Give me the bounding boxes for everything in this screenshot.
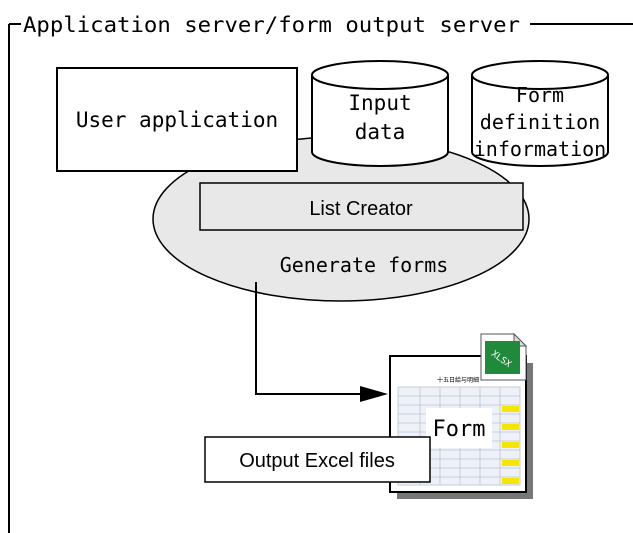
input-data-cylinder: Input data <box>311 60 449 167</box>
user-application-box: User application <box>56 67 298 172</box>
form-definition-label-line1: Form <box>516 83 564 107</box>
form-document-highlights <box>502 406 519 484</box>
xlsx-file-icon: XLSX <box>480 332 528 381</box>
server-frame: Application server/form output server <box>8 13 633 533</box>
form-document-heading: 十五日給与明細 <box>437 376 479 384</box>
form-definition-label-line2: definition <box>480 110 600 134</box>
server-frame-title: Application server/form output server <box>23 13 520 37</box>
generate-forms-label: Generate forms <box>280 253 449 277</box>
input-data-label-line1: Input <box>348 91 411 115</box>
form-definition-label-line3: information <box>474 137 606 161</box>
output-arrow <box>255 282 388 402</box>
form-document-label: Form <box>433 417 486 442</box>
user-application-label: User application <box>76 108 278 132</box>
input-data-label-line2: data <box>355 120 406 144</box>
list-creator-box: List Creator <box>199 182 524 231</box>
output-excel-files-box: Output Excel files <box>204 436 431 483</box>
list-creator-label: List Creator <box>309 198 413 220</box>
output-excel-files-label: Output Excel files <box>239 450 395 472</box>
form-definition-cylinder: Form definition information <box>471 60 609 167</box>
